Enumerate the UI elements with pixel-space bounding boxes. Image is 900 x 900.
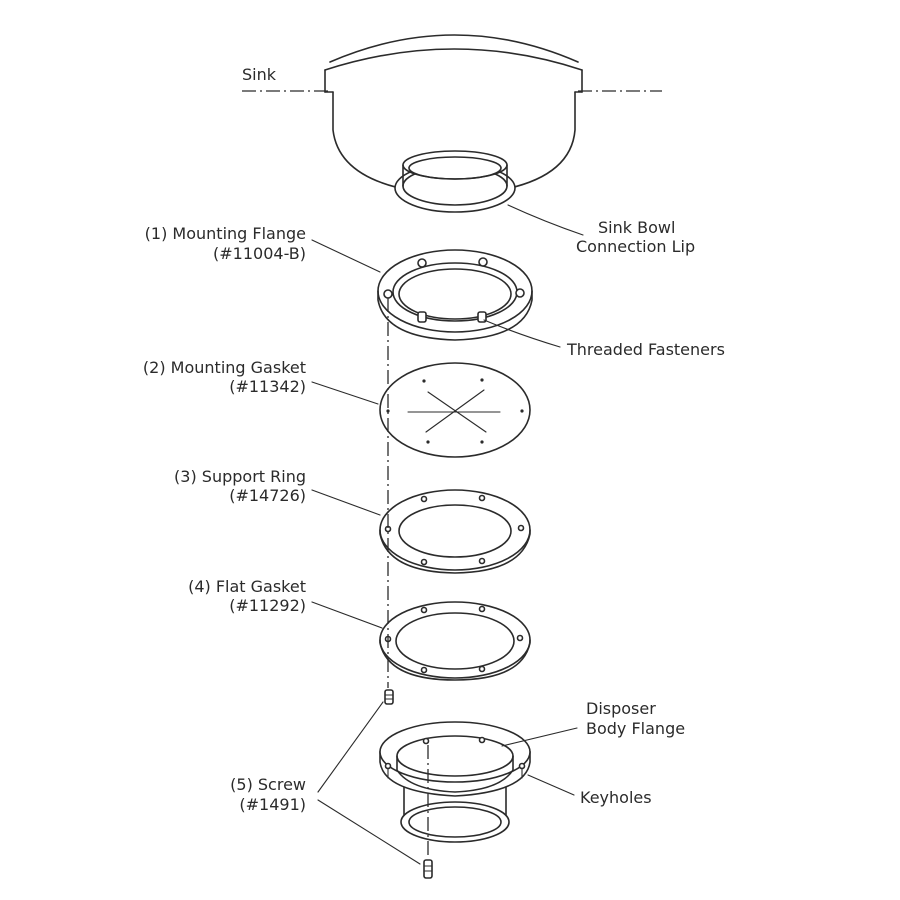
mounting-gasket (379, 362, 531, 458)
screw-top (384, 689, 394, 705)
label-screw-line1: (5) Screw (230, 775, 306, 794)
label-flat-gasket-line2: (#11292) (229, 596, 306, 615)
keyhole-icons (384, 762, 526, 779)
label-screw-line2: (#1491) (239, 795, 306, 814)
label-mounting-flange-line2: (#11004-B) (213, 244, 306, 263)
threaded-fastener-icons (383, 257, 525, 323)
label-sink-bowl-line1: Sink Bowl (598, 218, 675, 237)
label-mounting-gasket-line1: (2) Mounting Gasket (143, 358, 306, 377)
screw-bottom (423, 859, 433, 879)
label-threaded-fasteners: Threaded Fasteners (566, 340, 725, 359)
disposer-body-flange (379, 721, 531, 843)
label-support-ring-line1: (3) Support Ring (174, 467, 306, 486)
label-mounting-gasket-line2: (#11342) (229, 377, 306, 396)
label-disposer-line1: Disposer (586, 699, 656, 718)
label-mounting-flange-line1: (1) Mounting Flange (145, 224, 306, 243)
mounting-flange (377, 249, 533, 341)
label-sink-bowl-line2: Connection Lip (576, 237, 695, 256)
label-support-ring-line2: (#14726) (229, 486, 306, 505)
flat-gasket (379, 601, 531, 681)
label-sink: Sink (242, 65, 277, 84)
label-flat-gasket-line1: (4) Flat Gasket (188, 577, 306, 596)
leader-lines (311, 204, 584, 865)
sink-bowl-connection-lip (394, 150, 516, 213)
support-ring (379, 489, 531, 574)
label-keyholes: Keyholes (580, 788, 652, 807)
label-disposer-line2: Body Flange (586, 719, 685, 738)
